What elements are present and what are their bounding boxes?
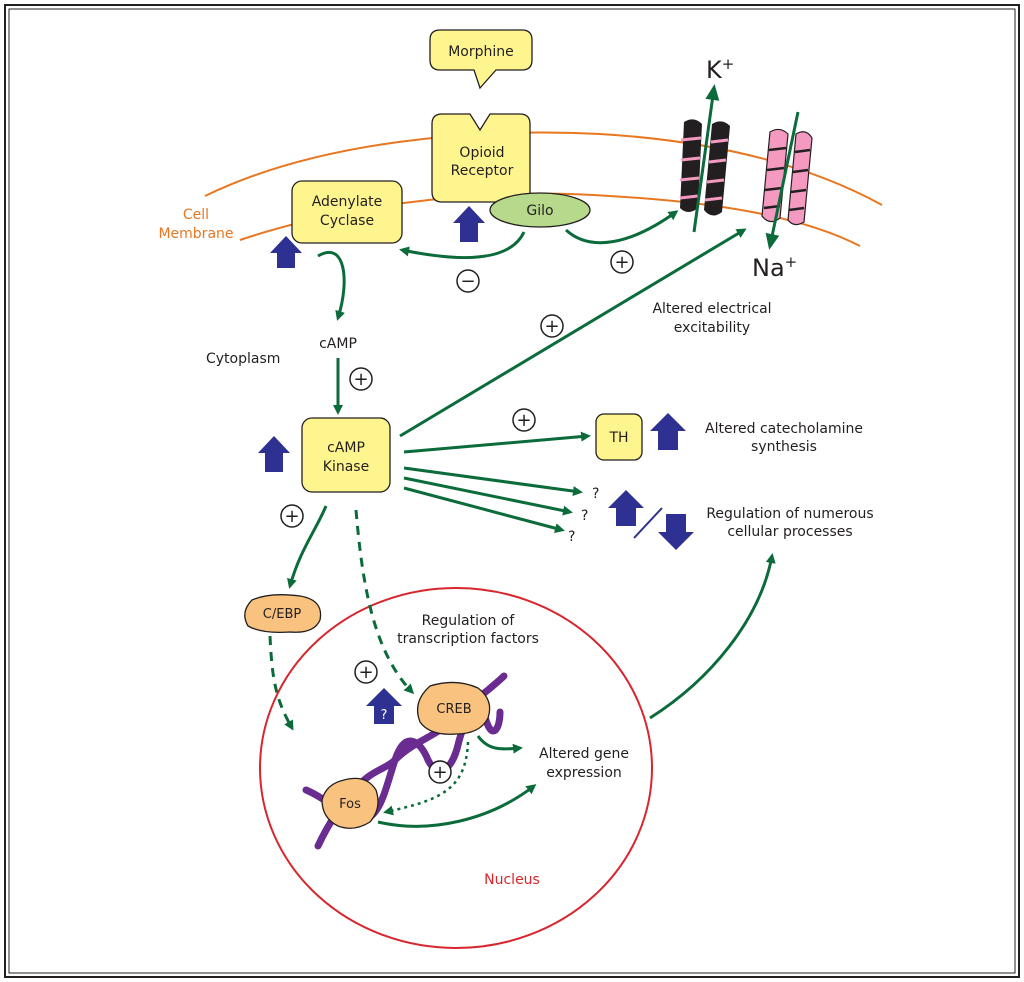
morphine-label: Morphine xyxy=(448,44,514,60)
plus-sign-gilo-circle xyxy=(610,250,634,274)
plus-sign-fos: + xyxy=(432,762,447,783)
plus-sign-creb: + xyxy=(358,662,373,683)
up-arrow-adenylate xyxy=(270,236,302,268)
minus-sign-circle xyxy=(456,269,480,293)
camp-kinase-label-1: cAMP xyxy=(327,440,365,456)
gilo-protein xyxy=(489,192,591,228)
plus-sign-camp: + xyxy=(353,369,368,390)
membrane-outer-curve xyxy=(204,131,883,206)
cytoplasm-label: Cytoplasm xyxy=(206,351,280,367)
fos-label: Fos xyxy=(339,797,361,812)
nucleus-label: Nucleus xyxy=(484,872,540,888)
adenylate-cyclase-label-2: Cyclase xyxy=(320,213,374,229)
plus-sign-th-circle xyxy=(512,408,536,432)
altered-electrical-label-2: excitability xyxy=(674,320,750,336)
k-channel xyxy=(679,119,730,216)
plus-sign-fos-circle xyxy=(428,760,452,784)
altered-catecholamine-label-1: Altered catecholamine xyxy=(705,421,863,437)
gilo-label: Gilo xyxy=(526,203,553,219)
plus-sign-cebp: + xyxy=(284,506,299,527)
plus-sign-excitability: + xyxy=(544,316,559,337)
plus-sign-gilo: + xyxy=(614,252,629,273)
adenylate-cyclase-box xyxy=(291,180,403,244)
cebp-label: C/EBP xyxy=(263,607,302,622)
fos-blob xyxy=(321,777,379,829)
th-label: TH xyxy=(608,430,628,446)
k-efflux-arrow xyxy=(692,84,720,233)
camp-kinase-box xyxy=(301,417,391,493)
plus-sign-camp-circle xyxy=(349,367,373,391)
outer-frame xyxy=(4,4,1020,978)
inner-frame xyxy=(8,8,1016,974)
k-ion-label: K+ xyxy=(706,55,734,84)
question-mark-1: ? xyxy=(592,486,599,502)
morphine-callout xyxy=(429,29,533,90)
creb-to-fos-dotted-arrow xyxy=(383,741,470,816)
regulation-numerous-label-1: Regulation of numerous xyxy=(706,506,873,522)
up-arrow-th xyxy=(650,413,686,450)
up-arrow-question xyxy=(366,688,402,724)
creb-to-gene-arrow xyxy=(476,735,523,754)
minus-sign: − xyxy=(460,271,475,292)
kinase-to-cebp-arrow xyxy=(287,505,328,589)
question-mark-3: ? xyxy=(568,529,575,545)
plus-sign-cebp-circle xyxy=(280,504,304,528)
cell-membrane-label-1: Cell xyxy=(183,207,209,223)
up-arrow-kinase xyxy=(258,436,290,472)
cell-membrane-label-2: Membrane xyxy=(158,226,233,242)
opioid-receptor-label-2: Receptor xyxy=(451,163,514,179)
plus-sign-th: + xyxy=(516,410,531,431)
up-arrow-processes xyxy=(608,490,644,526)
regulation-tf-label-2: transcription factors xyxy=(397,631,539,647)
na-ion-label: Na+ xyxy=(752,253,797,282)
adenylate-to-camp-arrow xyxy=(317,250,346,321)
plus-sign-creb-circle xyxy=(354,660,378,684)
na-influx-arrow xyxy=(765,111,800,250)
regulation-numerous-label-2: cellular processes xyxy=(727,524,852,540)
opioid-receptor-label-1: Opioid xyxy=(459,145,504,161)
camp-kinase-label-2: Kinase xyxy=(323,459,369,475)
kinase-to-process-arrow-1 xyxy=(403,466,583,497)
nucleus-outline xyxy=(259,587,653,949)
cebp-to-fos-dashed-arrow xyxy=(268,635,294,731)
kinase-to-creb-dashed-arrow xyxy=(354,509,415,695)
na-channel xyxy=(761,128,813,226)
question-mark-2: ? xyxy=(581,508,588,524)
kinase-to-excitability-arrow xyxy=(399,228,747,438)
altered-gene-label-1: Altered gene xyxy=(539,746,629,762)
up-arrow-question-mark: ? xyxy=(381,708,388,723)
plus-sign-excitability-circle xyxy=(540,314,564,338)
nucleus-to-processes-arrow xyxy=(649,553,776,720)
slash-divider xyxy=(633,507,663,539)
regulation-tf-label-1: Regulation of xyxy=(422,613,516,629)
kinase-to-process-arrow-2 xyxy=(403,476,573,516)
th-box xyxy=(595,413,643,461)
altered-electrical-label-1: Altered electrical xyxy=(652,301,771,317)
camp-label: cAMP xyxy=(319,336,357,352)
kinase-to-process-arrow-3 xyxy=(403,486,565,534)
down-arrow-processes xyxy=(658,514,694,550)
creb-blob xyxy=(416,681,491,735)
altered-gene-label-2: expression xyxy=(546,765,622,781)
adenylate-cyclase-label-1: Adenylate xyxy=(312,194,383,210)
gilo-to-k-channel-arrow xyxy=(564,210,679,245)
creb-label: CREB xyxy=(436,702,471,717)
up-arrow-receptor xyxy=(453,206,485,242)
fos-to-gene-arrow xyxy=(377,784,537,828)
kinase-to-th-arrow xyxy=(403,431,591,454)
altered-catecholamine-label-2: synthesis xyxy=(751,439,817,455)
cebp-blob xyxy=(244,594,322,634)
gilo-to-adenylate-arrow xyxy=(399,231,526,259)
